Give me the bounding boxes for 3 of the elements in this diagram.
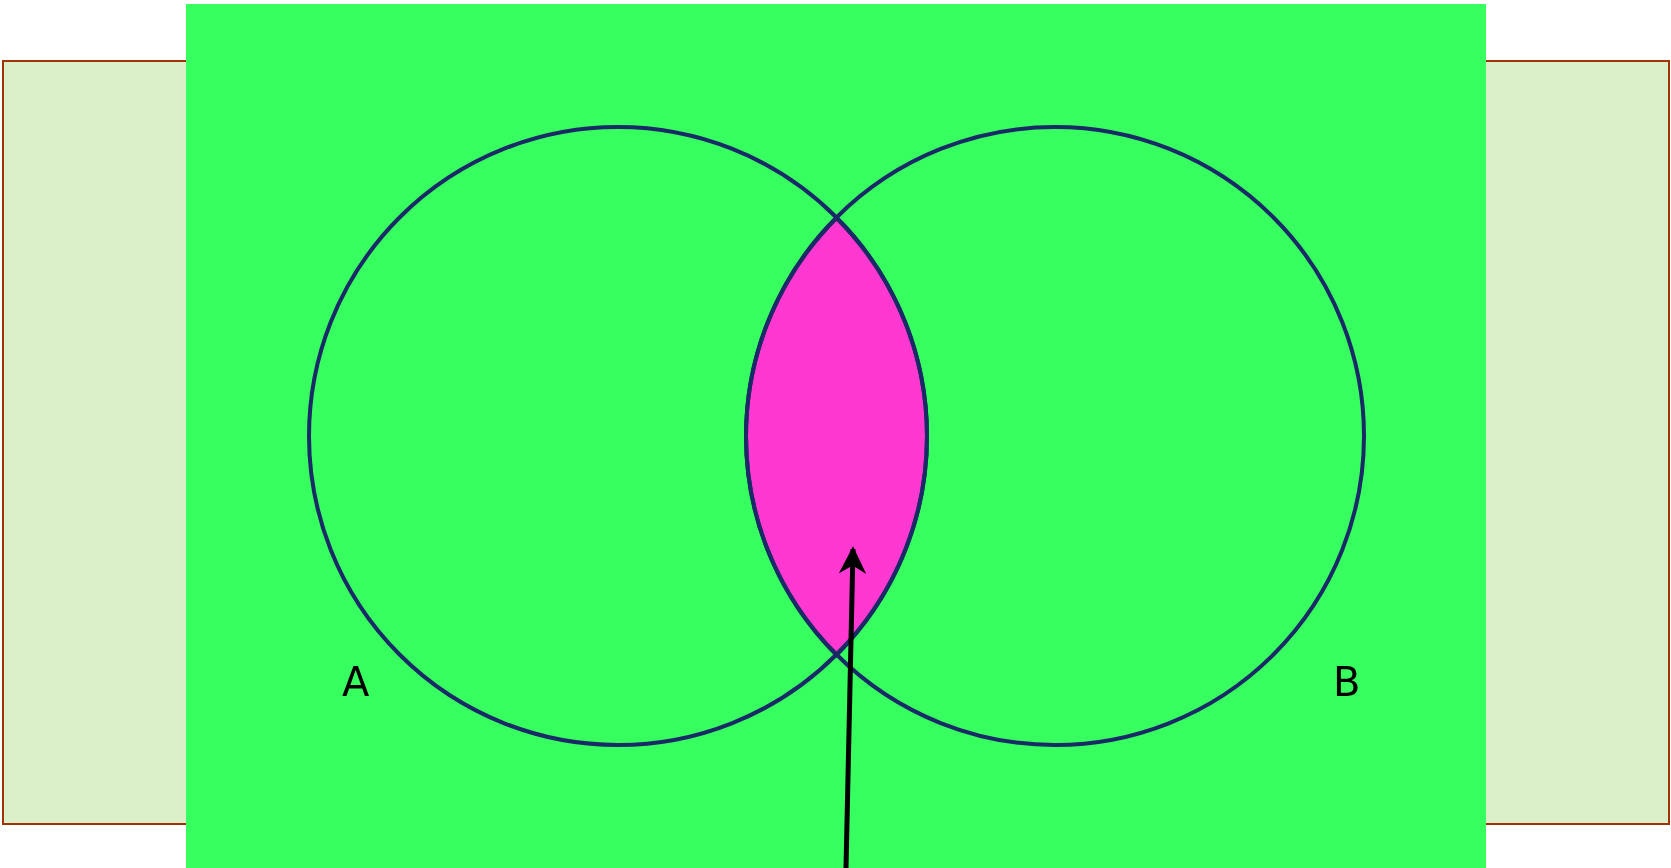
- arrow: [838, 546, 867, 868]
- set-label: A: [342, 662, 370, 702]
- set-label: B: [1333, 662, 1361, 702]
